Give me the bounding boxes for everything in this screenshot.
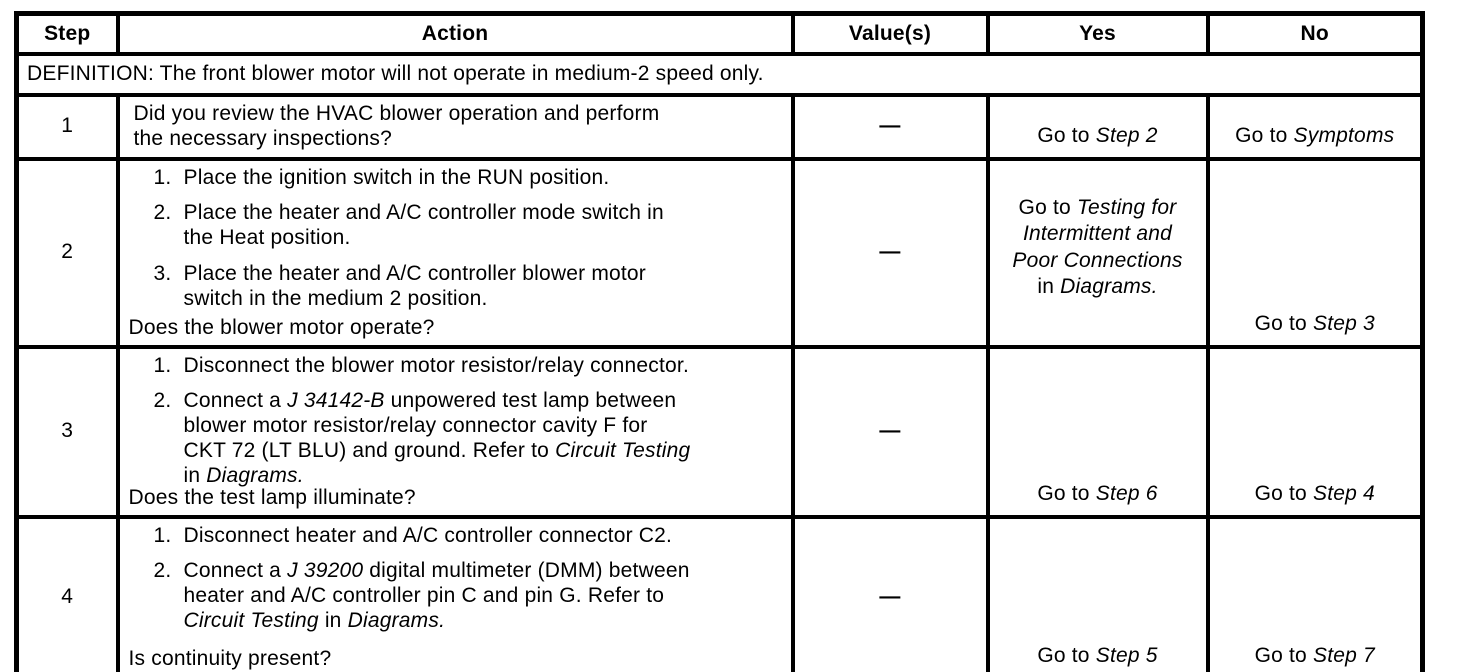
value-cell: — — [790, 93, 990, 161]
value-cell: — — [790, 344, 990, 519]
step-number: 3 — [14, 344, 120, 519]
item-number: 1. — [153, 523, 172, 547]
table-row: 2 1. Place the ignition switch in the RU… — [14, 156, 1425, 349]
yes-cell: Go to Step 5 — [985, 514, 1210, 672]
action-list-item: 3. Place the heater and A/C controller b… — [128, 262, 785, 312]
table-row: 4 1. Disconnect heater and A/C controlle… — [14, 514, 1425, 672]
column-header-step: Step — [14, 11, 120, 56]
action-question: Is continuity present? — [128, 647, 332, 671]
item-number: 2. — [153, 201, 172, 225]
no-cell: Go to Step 4 — [1205, 344, 1425, 519]
value-cell: — — [790, 156, 990, 349]
yes-cell: Go to Step 6 — [985, 344, 1210, 519]
column-header-values: Value(s) — [790, 11, 990, 56]
diagnostic-table: Step Action Value(s) Yes No DEFINITION: … — [14, 11, 1425, 672]
definition-text: DEFINITION: The front blower motor will … — [14, 52, 1425, 97]
column-header-yes: Yes — [985, 11, 1210, 56]
item-number: 3. — [153, 261, 172, 285]
item-text: Disconnect heater and A/C controller con… — [183, 523, 673, 547]
step-number: 1 — [14, 93, 120, 161]
no-cell: Go to Step 7 — [1205, 514, 1425, 672]
item-text: Place the heater and A/C controller mode… — [183, 201, 664, 250]
item-text: Place the heater and A/C controller blow… — [183, 261, 647, 310]
item-number: 2. — [153, 389, 172, 413]
action-list-item: 2. Connect a J 34142-B unpowered test la… — [128, 389, 785, 488]
column-header-action: Action — [115, 11, 795, 56]
step-number: 4 — [14, 514, 120, 672]
action-cell: Did you review the HVAC blower operation… — [115, 93, 795, 161]
item-number: 1. — [153, 165, 172, 189]
action-list-item: 1. Place the ignition switch in the RUN … — [128, 166, 785, 191]
action-list-item: 1. Disconnect heater and A/C controller … — [128, 524, 785, 549]
item-text: Disconnect the blower motor resistor/rel… — [183, 353, 689, 377]
table-row: 3 1. Disconnect the blower motor resisto… — [14, 344, 1425, 519]
action-list-item: 2. Place the heater and A/C controller m… — [128, 201, 785, 251]
action-question: Did you review the HVAC blower operation… — [133, 102, 660, 150]
column-header-no: No — [1205, 11, 1425, 56]
item-text: Connect a J 39200 digital multimeter (DM… — [183, 559, 690, 632]
action-cell: 1. Place the ignition switch in the RUN … — [115, 156, 795, 349]
yes-cell: Go to Testing for Intermittent and Poor … — [985, 156, 1210, 349]
definition-row: DEFINITION: The front blower motor will … — [14, 52, 1425, 97]
action-list-item: 1. Disconnect the blower motor resistor/… — [128, 354, 785, 379]
item-text: Connect a J 34142-B unpowered test lamp … — [183, 389, 691, 487]
action-list-item: 2. Connect a J 39200 digital multimeter … — [128, 559, 785, 633]
item-number: 1. — [153, 353, 172, 377]
action-cell: 1. Disconnect the blower motor resistor/… — [115, 344, 795, 519]
action-cell: 1. Disconnect heater and A/C controller … — [115, 514, 795, 672]
step-number: 2 — [14, 156, 120, 349]
action-question: Does the test lamp illuminate? — [128, 485, 416, 509]
no-cell: Go to Symptoms — [1205, 93, 1425, 161]
header-row: Step Action Value(s) Yes No — [14, 11, 1425, 56]
no-cell: Go to Step 3 — [1205, 156, 1425, 349]
yes-cell: Go to Step 2 — [985, 93, 1210, 161]
item-text: Place the ignition switch in the RUN pos… — [183, 165, 610, 189]
table-row: 1 Did you review the HVAC blower operati… — [14, 93, 1425, 161]
action-question: Does the blower motor operate? — [128, 315, 435, 339]
item-number: 2. — [153, 559, 172, 583]
value-cell: — — [790, 514, 990, 672]
